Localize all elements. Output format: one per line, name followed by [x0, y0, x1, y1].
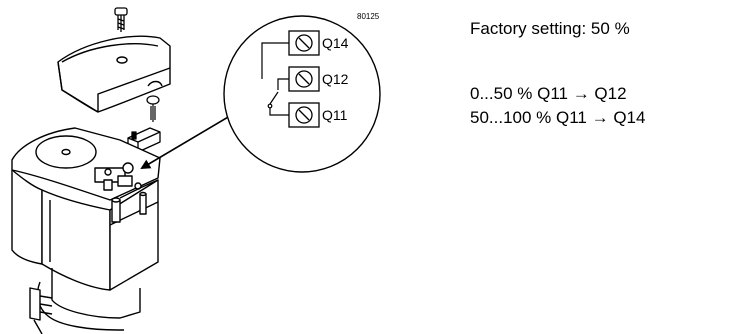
- actuator-body-icon: [11, 127, 161, 334]
- detail-arrow: [140, 109, 241, 170]
- terminal-label-q12: Q12: [322, 71, 349, 87]
- factory-setting-text: Factory setting: 50 %: [470, 19, 630, 38]
- terminal-screw-icon: [295, 106, 313, 124]
- figure-number: 80125: [357, 12, 380, 21]
- switch-wiring: [261, 42, 289, 116]
- terminal-screw-icon: [295, 34, 313, 52]
- terminal-label-q14: Q14: [322, 35, 349, 51]
- actuator-cover-icon: [57, 35, 171, 113]
- switch-range-2-text: 50...100 % Q11 → Q14: [470, 108, 646, 127]
- terminal-screw-icon: [295, 70, 313, 88]
- detail-circle: 80125 Q14 Q12 Q1: [223, 12, 381, 173]
- small-screw-icon: [146, 95, 160, 122]
- terminal-label-q11: Q11: [322, 107, 348, 123]
- switch-range-1-text: 0...50 % Q11 → Q12: [470, 84, 627, 103]
- top-screw-icon: [114, 7, 128, 32]
